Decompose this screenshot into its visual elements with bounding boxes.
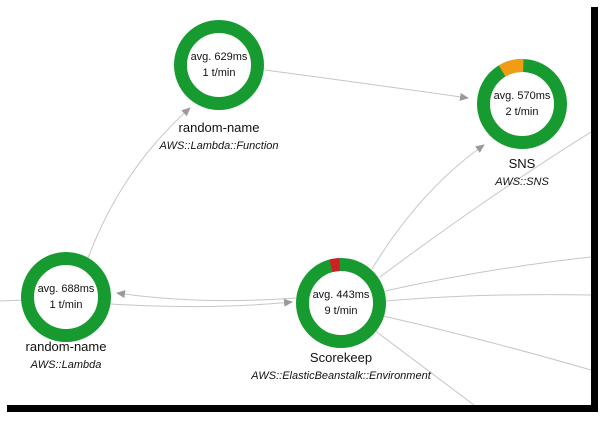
node-type: AWS::Lambda::Function	[159, 140, 279, 152]
avg-latency: avg. 443ms	[312, 289, 370, 301]
traffic-rate: 1 t/min	[49, 299, 83, 311]
edge-lambda-to-scorekeep[interactable]	[109, 298, 293, 308]
edge-scorekeep-offscreen-5[interactable]	[373, 329, 475, 405]
node-name: SNS	[508, 156, 536, 171]
edge-scorekeep-offscreen-3[interactable]	[385, 294, 591, 302]
avg-latency: avg. 570ms	[493, 90, 551, 102]
node-sns[interactable]: avg. 570ms 2 t/min	[475, 57, 569, 151]
health-ring	[21, 252, 111, 342]
service-map-canvas[interactable]: avg. 629ms 1 t/min random-name AWS::Lamb…	[0, 0, 591, 405]
avg-latency: avg. 629ms	[190, 51, 248, 63]
node-stats: avg. 443ms 9 t/min	[294, 256, 388, 350]
node-random-name-lambda[interactable]: avg. 688ms 1 t/min	[19, 250, 113, 344]
edge-scorekeep-to-lambda[interactable]	[116, 290, 297, 302]
node-type: AWS::ElasticBeanstalk::Environment	[251, 370, 431, 382]
node-scorekeep[interactable]: avg. 443ms 9 t/min	[294, 256, 388, 350]
node-stats: avg. 629ms 1 t/min	[172, 18, 266, 112]
node-type: AWS::Lambda	[30, 359, 102, 371]
node-stats: avg. 688ms 1 t/min	[19, 250, 113, 344]
traffic-rate: 2 t/min	[505, 106, 539, 118]
health-ring	[477, 59, 567, 149]
node-label-random-name-function: random-name AWS::Lambda::Function	[79, 120, 359, 153]
traffic-rate: 1 t/min	[202, 67, 236, 79]
health-ring	[296, 258, 386, 348]
edge-scorekeep-offscreen-4[interactable]	[382, 315, 591, 371]
node-label-scorekeep: Scorekeep AWS::ElasticBeanstalk::Environ…	[201, 350, 481, 383]
node-name: Scorekeep	[309, 350, 373, 365]
edge-scorekeep-offscreen-2[interactable]	[384, 256, 591, 292]
edge-function-to-sns[interactable]	[264, 69, 469, 101]
node-label-random-name-lambda: random-name AWS::Lambda	[0, 339, 206, 372]
traffic-rate: 9 t/min	[324, 305, 358, 317]
health-ring	[174, 20, 264, 110]
avg-latency: avg. 688ms	[37, 283, 95, 295]
edge-scorekeep-offscreen-1[interactable]	[379, 131, 591, 278]
edge-layer	[0, 69, 591, 405]
node-stats: avg. 570ms 2 t/min	[475, 57, 569, 151]
node-name: random-name	[25, 339, 107, 354]
node-name: random-name	[178, 120, 260, 135]
node-label-sns: SNS AWS::SNS	[382, 156, 591, 189]
edge-scorekeep-to-sns[interactable]	[371, 144, 485, 270]
node-random-name-function[interactable]: avg. 629ms 1 t/min	[172, 18, 266, 112]
node-type: AWS::SNS	[495, 176, 549, 188]
edge-lambda-to-function[interactable]	[87, 107, 191, 259]
edge-client-to-lambda[interactable]	[0, 299, 26, 302]
